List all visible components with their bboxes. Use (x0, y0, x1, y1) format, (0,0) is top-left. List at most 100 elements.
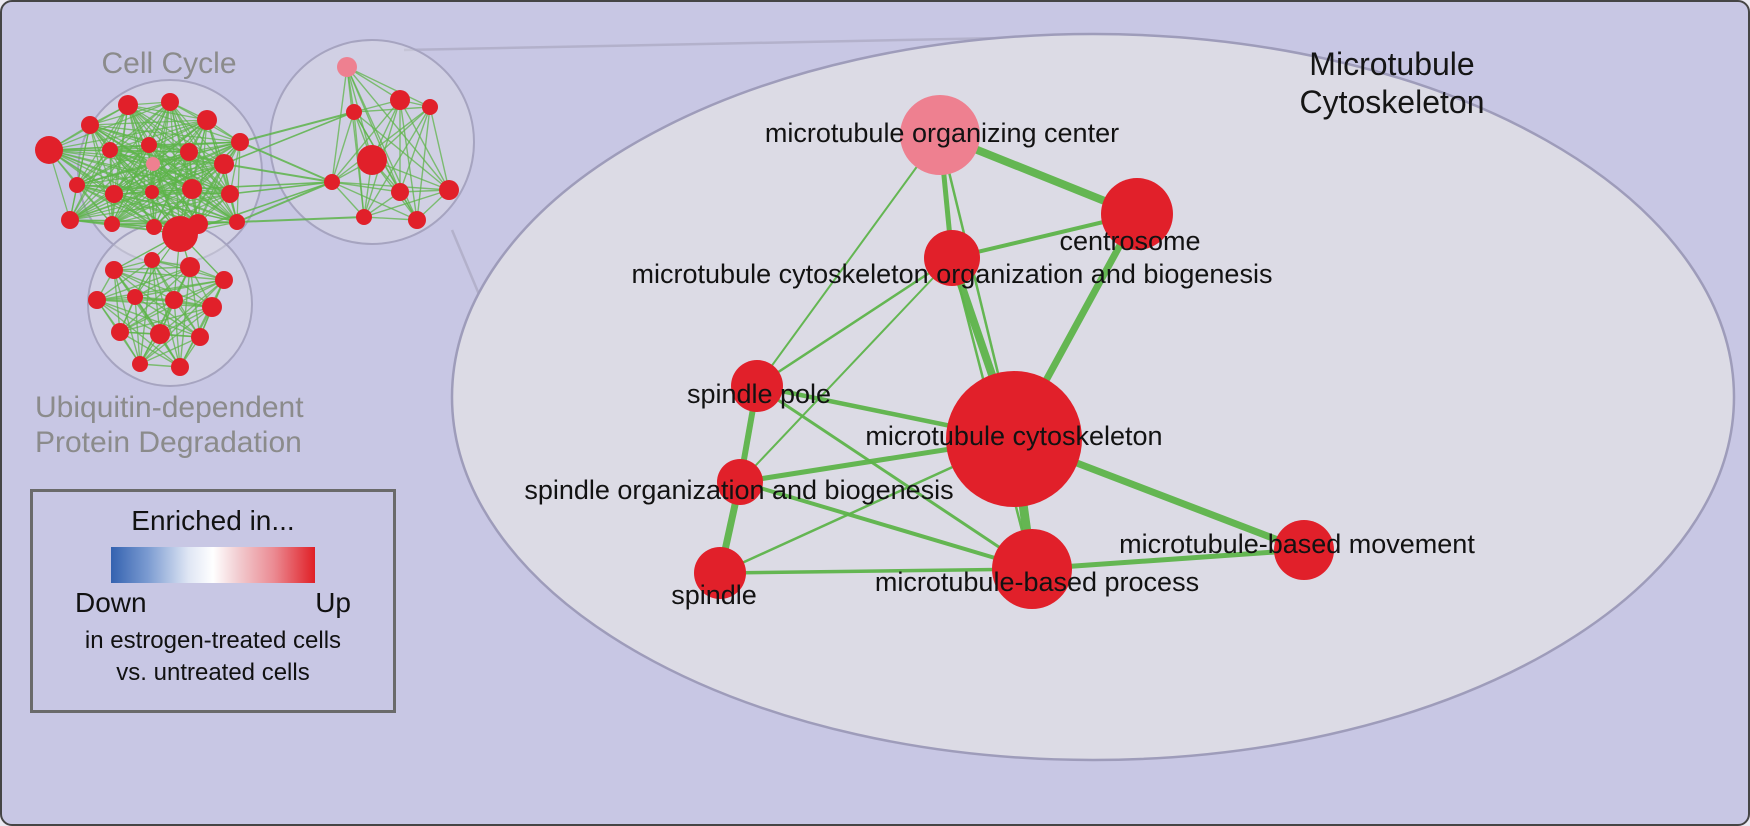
cluster-label-ubiquitin-line2: Protein Degradation (35, 426, 302, 460)
overview-edge (127, 104, 225, 165)
overview-cross-edge (236, 216, 365, 223)
overview-node (105, 261, 123, 279)
overview-node (102, 142, 118, 158)
overview-edge (236, 141, 241, 223)
overview-node (197, 110, 217, 130)
overview-node (390, 90, 410, 110)
overview-edge (134, 296, 141, 365)
overview-cross-edge (229, 181, 333, 195)
node-label-moc: microtubule organizing center (765, 118, 1119, 148)
cluster-title-microtubule-line1: Microtubule (1309, 46, 1475, 82)
cluster-label-cell-cycle-text: Cell Cycle (101, 47, 237, 80)
overview-node (146, 219, 162, 235)
overview-edge (346, 66, 431, 108)
overview-node (337, 57, 357, 77)
overview-edge (109, 101, 171, 151)
overview-cross-edge (236, 181, 333, 223)
edge-mco--spindle-pole (756, 256, 953, 388)
overview-node (88, 291, 106, 309)
overview-edge (113, 141, 241, 195)
overview-edge (173, 299, 181, 368)
overview-cross-edge (223, 163, 333, 183)
overview-edge (76, 149, 111, 186)
overview-node (191, 328, 209, 346)
overview-node (408, 211, 426, 229)
edge-mb-process--mb-movement (1031, 547, 1305, 572)
overview-node (180, 143, 198, 161)
legend-up-label: Up (315, 587, 351, 618)
node-centrosome (1101, 178, 1173, 250)
legend-title: Enriched in... (131, 505, 295, 536)
overview-cross-edge (223, 111, 355, 165)
overview-cross-edge (191, 181, 333, 190)
node-label-centrosome: centrosome (1059, 226, 1200, 256)
overview-edge (48, 101, 171, 151)
overview-edge (96, 259, 153, 301)
overview-edge (48, 149, 155, 228)
overview-node (132, 356, 148, 372)
overview-edge (188, 151, 238, 223)
overview-edge (363, 189, 450, 218)
overview-edge (148, 144, 193, 190)
overview-edge (346, 66, 401, 101)
node-label-spindle: spindle (671, 580, 757, 610)
overview-edge (346, 66, 450, 191)
overview-edge (111, 191, 153, 225)
overview-edge (111, 193, 231, 225)
overview-edge (429, 106, 450, 191)
overview-edge (96, 299, 161, 335)
overview-edge (69, 141, 241, 221)
overview-node (391, 183, 409, 201)
overview-edge (69, 144, 150, 221)
overview-node (346, 104, 362, 120)
node-spindle (694, 547, 746, 599)
edge-mco--spindle-org (739, 257, 953, 483)
overview-node (162, 216, 198, 252)
overview-edge (331, 181, 418, 221)
node-label-mb-process: microtubule-based process (875, 567, 1199, 597)
overview-node (127, 289, 143, 305)
zoom-cone-line (403, 36, 1003, 52)
legend-axis-labels: Down Up (75, 587, 351, 619)
overview-edge (76, 144, 150, 186)
overview-node (171, 358, 189, 376)
overview-node (61, 211, 79, 229)
overview-edge (399, 99, 450, 191)
overview-node (182, 179, 202, 199)
overview-node (231, 133, 249, 151)
overview-node (35, 136, 63, 164)
overview-edge (152, 101, 171, 165)
cluster-label-ubiquitin-line1: Ubiquitin-dependent (35, 391, 304, 424)
legend-subtitle-line1: in estrogen-treated cells (84, 627, 342, 654)
overview-node (215, 271, 233, 289)
overview-edge (134, 279, 225, 298)
overview-cross-edge (239, 141, 333, 183)
overview-edge (148, 141, 241, 146)
overview-edge (353, 106, 431, 113)
overview-node (439, 180, 459, 200)
node-spindle-org (717, 459, 763, 505)
overview-edge (331, 99, 401, 183)
node-label-mc: microtubule cytoskeleton (865, 421, 1162, 451)
overview-node (145, 185, 159, 199)
node-spindle-pole (731, 360, 783, 412)
overview-edge (76, 104, 129, 186)
overview-node (324, 174, 340, 190)
overview-edge (109, 119, 208, 151)
overview-node (165, 291, 183, 309)
overview-edge (76, 184, 113, 225)
overview-edge (331, 111, 355, 183)
edge-spindle-org--mb-process (739, 480, 1033, 571)
overview-node (105, 185, 123, 203)
overview-edge (96, 299, 213, 308)
overview-edge (109, 149, 225, 165)
node-mco (924, 230, 980, 286)
overview-node (221, 185, 239, 203)
overview-edge (76, 101, 171, 186)
overview-node (111, 323, 129, 341)
overview-cross-edge (239, 111, 355, 143)
node-label-spindle-org: spindle organization and biogenesis (524, 475, 953, 505)
overview-edge (76, 163, 225, 186)
